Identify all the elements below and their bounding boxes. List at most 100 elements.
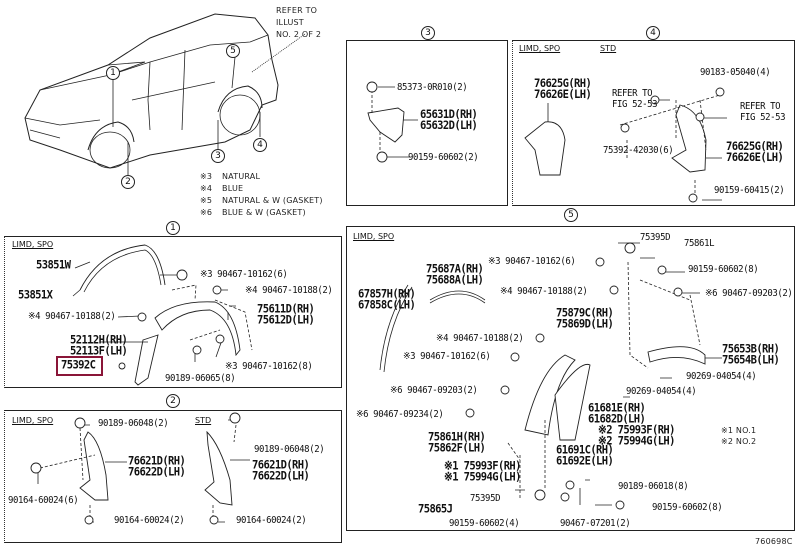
part-90467-07201[interactable]: 90467-07201(2)	[560, 518, 631, 530]
part-clip-10188-2-left[interactable]: ※4 90467-10188(2)	[28, 311, 116, 323]
panel1-number: 1	[166, 221, 180, 235]
part-76622d-lh-left[interactable]: 76622D(LH)	[128, 465, 186, 479]
part-75993f-rh-no1[interactable]: ※1 75993F(RH)	[444, 459, 521, 473]
panel5-art	[379, 242, 722, 510]
part-85373-0r010[interactable]: 85373-0R010(2)	[397, 82, 468, 94]
part-61681e-rh[interactable]: 61681E(RH)	[588, 401, 646, 415]
part-clip-10188-2-right[interactable]: ※4 90467-10188(2)	[245, 285, 333, 297]
refer-fig-left-line2[interactable]: FIG 52-53	[612, 99, 658, 111]
part-75654b-lh[interactable]: 75654B(LH)	[722, 353, 780, 367]
part-75879c-rh[interactable]: 75879C(RH)	[556, 306, 614, 320]
part-52112h-rh[interactable]: 52112H(RH)	[70, 333, 128, 347]
part-90159-60602-8-bottom[interactable]: 90159-60602(8)	[652, 502, 723, 514]
part-75861l[interactable]: 75861L	[684, 238, 715, 250]
part-75392-42030[interactable]: 75392-42030(6)	[603, 145, 674, 157]
part-76626e-lh-right[interactable]: 76626E(LH)	[726, 151, 784, 165]
part-90159-60602-8-top[interactable]: 90159-60602(8)	[688, 264, 759, 276]
legend-mark: ※3	[200, 172, 213, 181]
part-76621d-rh-left[interactable]: 76621D(RH)	[128, 454, 186, 468]
part-clip-09234[interactable]: ※6 90467-09234(2)	[356, 409, 444, 421]
part-75687a-rh[interactable]: 75687A(RH)	[426, 262, 484, 276]
part-75392c-highlighted[interactable]: 75392C	[61, 358, 96, 372]
part-67858c-lh[interactable]: 67858C(LH)	[358, 298, 416, 312]
part-65632d-lh[interactable]: 65632D(LH)	[420, 119, 478, 133]
part-76625g-rh-right[interactable]: 76625G(RH)	[726, 140, 784, 154]
part-90269-04054-mid[interactable]: 90269-04054(4)	[626, 386, 697, 398]
part-90189-06048-right[interactable]: 90189-06048(2)	[254, 444, 325, 456]
part-90189-06018[interactable]: 90189-06018(8)	[618, 481, 689, 493]
part-75395d-top[interactable]: 75395D	[640, 232, 671, 244]
callout-2[interactable]: 2	[121, 175, 135, 189]
part-clip-10188-2-top[interactable]: ※4 90467-10188(2)	[500, 286, 588, 298]
part-75994g-lh-no2[interactable]: ※2 75994G(LH)	[598, 434, 675, 448]
part-clip-10162-6-top[interactable]: ※3 90467-10162(6)	[488, 256, 576, 268]
part-76621d-rh-right[interactable]: 76621D(RH)	[252, 458, 310, 472]
refer-note-line3: NO. 2 OF 2	[276, 30, 322, 39]
legend-mark: ※6	[200, 208, 213, 217]
part-67857h-rh[interactable]: 67857H(RH)	[358, 287, 416, 301]
part-90189-06065[interactable]: 90189-06065(8)	[165, 373, 236, 385]
part-53851x[interactable]: 53851X	[18, 288, 53, 302]
part-90269-04054-right[interactable]: 90269-04054(4)	[686, 371, 757, 383]
highlighted-part-box[interactable]	[56, 356, 103, 376]
refer-fig-left-line1[interactable]: REFER TO	[612, 88, 653, 100]
refer-fig-right-line1[interactable]: REFER TO	[740, 101, 781, 113]
panel5-number: 5	[564, 208, 578, 222]
part-90164-60024-6[interactable]: 90164-60024(6)	[8, 495, 79, 507]
part-61691c-rh[interactable]: 61691C(RH)	[556, 443, 614, 457]
part-75653b-rh[interactable]: 75653B(RH)	[722, 342, 780, 356]
part-90189-06048-left[interactable]: 90189-06048(2)	[98, 418, 169, 430]
part-61692e-lh[interactable]: 61692E(LH)	[556, 454, 614, 468]
panel3-box	[346, 40, 508, 206]
panel1-variant: LIMD, SPO	[12, 240, 54, 249]
legend-text: BLUE	[222, 184, 244, 193]
part-clip-10162-8[interactable]: ※3 90467-10162(8)	[225, 361, 313, 373]
refer-note-line1: REFER TO	[276, 6, 318, 15]
callout-4[interactable]: 4	[253, 138, 267, 152]
note-no1: ※1 NO.1	[721, 426, 757, 435]
part-clip-09203-mid[interactable]: ※6 90467-09203(2)	[390, 385, 478, 397]
panel1-box	[4, 236, 342, 388]
part-75869d-lh[interactable]: 75869D(LH)	[556, 317, 614, 331]
part-clip-10188-2-mid[interactable]: ※4 90467-10188(2)	[436, 333, 524, 345]
part-90159-60602-4[interactable]: 90159-60602(4)	[449, 518, 520, 530]
part-90183-05040[interactable]: 90183-05040(4)	[700, 67, 771, 79]
panel4-variant-right: STD	[600, 44, 617, 53]
refer-fig-right-line2[interactable]: FIG 52-53	[740, 112, 786, 124]
callout-5[interactable]: 5	[226, 44, 240, 58]
panel5-box	[346, 226, 795, 531]
vehicle-illustration	[24, 13, 306, 169]
part-76625g-rh-left[interactable]: 76625G(RH)	[534, 77, 592, 91]
part-75688a-lh[interactable]: 75688A(LH)	[426, 273, 484, 287]
part-75994g-lh-no1[interactable]: ※1 75994G(LH)	[444, 470, 521, 484]
part-75612d-lh[interactable]: 75612D(LH)	[257, 313, 315, 327]
part-75993f-rh-no2[interactable]: ※2 75993F(RH)	[598, 423, 675, 437]
part-76622d-lh-right[interactable]: 76622D(LH)	[252, 469, 310, 483]
part-61682d-lh[interactable]: 61682D(LH)	[588, 412, 646, 426]
part-52113f-lh[interactable]: 52113F(LH)	[70, 344, 128, 358]
panel4-box	[512, 40, 795, 206]
part-53851w[interactable]: 53851W	[36, 258, 71, 272]
part-clip-10162-6[interactable]: ※3 90467-10162(6)	[200, 269, 288, 281]
part-75865j[interactable]: 75865J	[418, 502, 453, 516]
panel2-number: 2	[166, 394, 180, 408]
part-clip-10162-6-mid[interactable]: ※3 90467-10162(6)	[403, 351, 491, 363]
part-75395d[interactable]: 75395D	[470, 493, 501, 505]
part-75611d-rh[interactable]: 75611D(RH)	[257, 302, 315, 316]
part-90159-60602-2[interactable]: 90159-60602(2)	[408, 152, 479, 164]
callout-1[interactable]: 1	[106, 66, 120, 80]
callout-3[interactable]: 3	[211, 149, 225, 163]
panel4-variant-left: LIMD, SPO	[519, 44, 561, 53]
part-90164-60024-2-left[interactable]: 90164-60024(2)	[114, 515, 185, 527]
part-90159-60415[interactable]: 90159-60415(2)	[714, 185, 785, 197]
part-65631d-rh[interactable]: 65631D(RH)	[420, 108, 478, 122]
part-90164-60024-2-right[interactable]: 90164-60024(2)	[236, 515, 307, 527]
panel2-variant-right: STD	[195, 416, 212, 425]
panel3-art	[366, 81, 418, 163]
part-75861h-rh[interactable]: 75861H(RH)	[428, 430, 486, 444]
legend-text: NATURAL & W (GASKET)	[222, 196, 323, 205]
legend-text: BLUE & W (GASKET)	[222, 208, 306, 217]
part-76626e-lh-left[interactable]: 76626E(LH)	[534, 88, 592, 102]
part-75862f-lh[interactable]: 75862F(LH)	[428, 441, 486, 455]
part-clip-09203-top[interactable]: ※6 90467-09203(2)	[705, 288, 793, 300]
